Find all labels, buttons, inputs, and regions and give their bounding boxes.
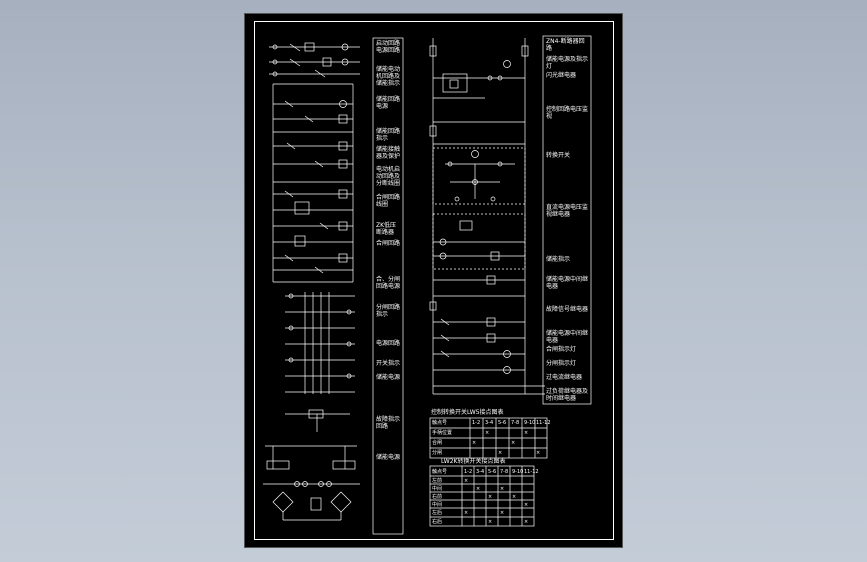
right-label-block: 转换开关: [546, 152, 571, 159]
right-label-block: 闪光继电器: [546, 72, 577, 79]
table1-cell: 触点号: [432, 420, 448, 426]
table1-cell: 7-8: [511, 420, 520, 426]
table2-cell: ×: [512, 494, 517, 500]
right-label-block: 储能指示: [546, 256, 571, 263]
table2-cell: 9-10: [512, 469, 524, 475]
table2-cell: ×: [500, 486, 505, 492]
table1-cell: 合闸: [432, 440, 443, 446]
table2-cell: ×: [500, 510, 505, 516]
mid-label-block: 故障指示回路: [376, 416, 401, 430]
table1-cell: ×: [485, 430, 490, 436]
mid-label-block: 储能回路电源: [376, 96, 401, 110]
table2-cell: ×: [524, 519, 529, 525]
table1-cell: 分闸: [432, 450, 443, 456]
right-label-block: 储能电源中间继电器: [546, 276, 589, 290]
table2-cell: 3-4: [476, 469, 485, 475]
mid-label-block: 电源回路: [376, 340, 401, 347]
table2-cell: 1-2: [464, 469, 473, 475]
table1-cell: ×: [498, 450, 503, 456]
mid-label-block: 储能回路指示: [376, 128, 401, 142]
right-label-block: 储能电源及指示灯: [546, 56, 589, 70]
table2-cell: 左后: [432, 510, 443, 516]
table1-cell: 9-10: [524, 420, 536, 426]
table2-cell: 触点号: [432, 469, 448, 475]
right-control-diagram: [429, 38, 545, 395]
mid-label-block: 合闸回路线圈: [376, 194, 401, 208]
right-label-block: 控制回路电压监视: [546, 106, 589, 120]
table2-cell: ×: [464, 510, 469, 516]
drawing-sheet: 启动回路电源回路储能电动机回路及储能指示储能回路电源储能回路指示储能接触器及保护…: [244, 13, 623, 548]
table2-cell: 右后: [432, 519, 443, 525]
table1-title: 控制转换开关LW5接点图表: [431, 409, 504, 416]
table2-cell: 右前: [432, 494, 443, 500]
mid-label-block: 储能接触器及保护: [376, 146, 401, 160]
drawing-frame: [254, 21, 614, 540]
table1-cell: 5-6: [498, 420, 507, 426]
table-grids: [429, 417, 548, 527]
mid-label-block: 合闸回路: [376, 240, 401, 247]
table2-cell: 5-6: [488, 469, 497, 475]
schematic-canvas: [263, 35, 592, 535]
mid-label-block: 储能电动机回路及储能指示: [376, 66, 401, 87]
mid-label-block: 储能电源: [376, 454, 401, 461]
table2-cell: 7-8: [500, 469, 509, 475]
mid-label-block: ZK低压断路器: [376, 222, 397, 236]
table2-cell: 中间: [432, 502, 443, 508]
mid-label-block: 电动机启动回路及分断线圈: [376, 166, 401, 187]
mid-label-block: 储能电源: [376, 374, 401, 381]
table2-cell: ×: [476, 486, 481, 492]
right-label-block: 过电流继电器: [546, 374, 583, 381]
right-label-block: 合闸指示灯: [546, 346, 577, 353]
left-ladder-diagram: [263, 42, 360, 521]
mid-label-block: 分闸回路指示: [376, 304, 401, 318]
right-label-block: 分闸指示灯: [546, 360, 577, 367]
table1-cell: ×: [472, 440, 477, 446]
table1-cell: 手柄位置: [432, 430, 453, 436]
table2-cell: ×: [464, 478, 469, 484]
table1-cell: ×: [536, 450, 541, 456]
right-label-block: 储能电源中间继电器: [546, 330, 589, 344]
table1-cell: 1-2: [472, 420, 481, 426]
table2-cell: 中间: [432, 486, 443, 492]
table1-cell: ×: [524, 430, 529, 436]
right-label-block: ZN4-断路器回路: [546, 38, 585, 52]
right-label-block: 直流电源电压监视继电器: [546, 204, 589, 218]
table2-cell: 左前: [432, 478, 443, 484]
table2-title: LW2K转换开关接点图表: [441, 458, 506, 465]
table2-cell: ×: [488, 494, 493, 500]
table1-cell: 11-12: [536, 420, 551, 426]
label-column-borders: [372, 35, 592, 535]
mid-label-block: 合、分闸回路电源: [376, 276, 401, 290]
table1-cell: 3-4: [485, 420, 494, 426]
table2-cell: ×: [524, 502, 529, 508]
table1-cell: ×: [511, 440, 516, 446]
table2-cell: ×: [488, 519, 493, 525]
mid-label-block: 开关指示: [376, 360, 401, 367]
right-label-block: 故障信号继电器: [546, 306, 589, 313]
table2-cell: 11-12: [524, 469, 539, 475]
mid-label-block: 启动回路电源回路: [376, 40, 401, 54]
right-label-block: 过负荷继电器及时间继电器: [546, 388, 589, 402]
